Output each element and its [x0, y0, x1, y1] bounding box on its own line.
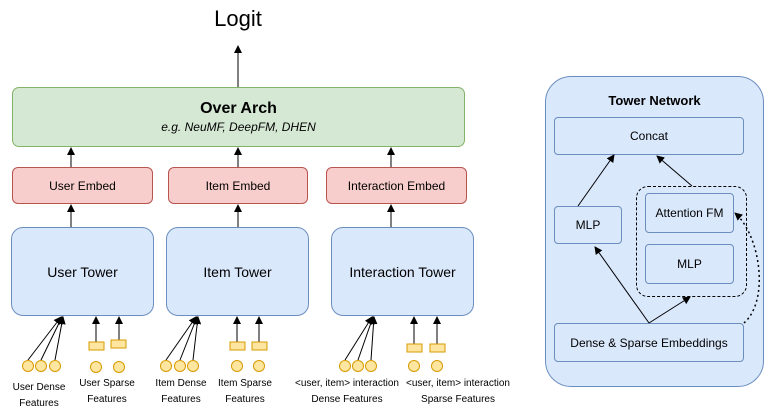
dotted-skip-connection [734, 212, 761, 324]
interaction-sparse-features-label: <user, item> interaction Sparse Features [406, 378, 510, 405]
arrow-emb-to-group [648, 296, 691, 324]
arrow-group-to-concat [656, 155, 693, 187]
dashed-group-outline [636, 186, 747, 297]
arrow-emb-to-mlp-left [594, 246, 650, 324]
mlp-right-box: MLP [645, 244, 734, 284]
interaction-embed-box: Interaction Embed [326, 167, 467, 204]
logit-label: Logit [214, 6, 262, 31]
over-arch-subtitle: e.g. NeuMF, DeepFM, DHEN [161, 120, 316, 134]
item-embed-box: Item Embed [168, 167, 308, 204]
interaction-tower-box: Interaction Tower [331, 227, 474, 316]
concat-box: Concat [554, 117, 744, 155]
over-arch-box: Over Arch e.g. NeuMF, DeepFM, DHEN [12, 87, 465, 147]
arrow-mlp-to-concat [577, 154, 615, 207]
item-dense-features-label: Item Dense Features [155, 378, 207, 405]
user-dense-features-label: User Dense Features [12, 382, 66, 409]
item-tower-box: Item Tower [166, 227, 309, 316]
over-arch-title: Over Arch [200, 100, 277, 117]
user-sparse-features-label: User Sparse Features [79, 378, 135, 405]
item-sparse-features-label: Item Sparse Features [218, 378, 272, 405]
attention-fm-box: Attention FM [645, 193, 734, 233]
embeddings-box: Dense & Sparse Embeddings [554, 323, 744, 362]
user-tower-box: User Tower [11, 227, 154, 316]
interaction-dense-features-label: <user, item> interaction Dense Features [295, 378, 399, 405]
mlp-left-box: MLP [554, 206, 622, 244]
tower-network-title: Tower Network [608, 93, 701, 108]
user-embed-box: User Embed [12, 167, 153, 204]
